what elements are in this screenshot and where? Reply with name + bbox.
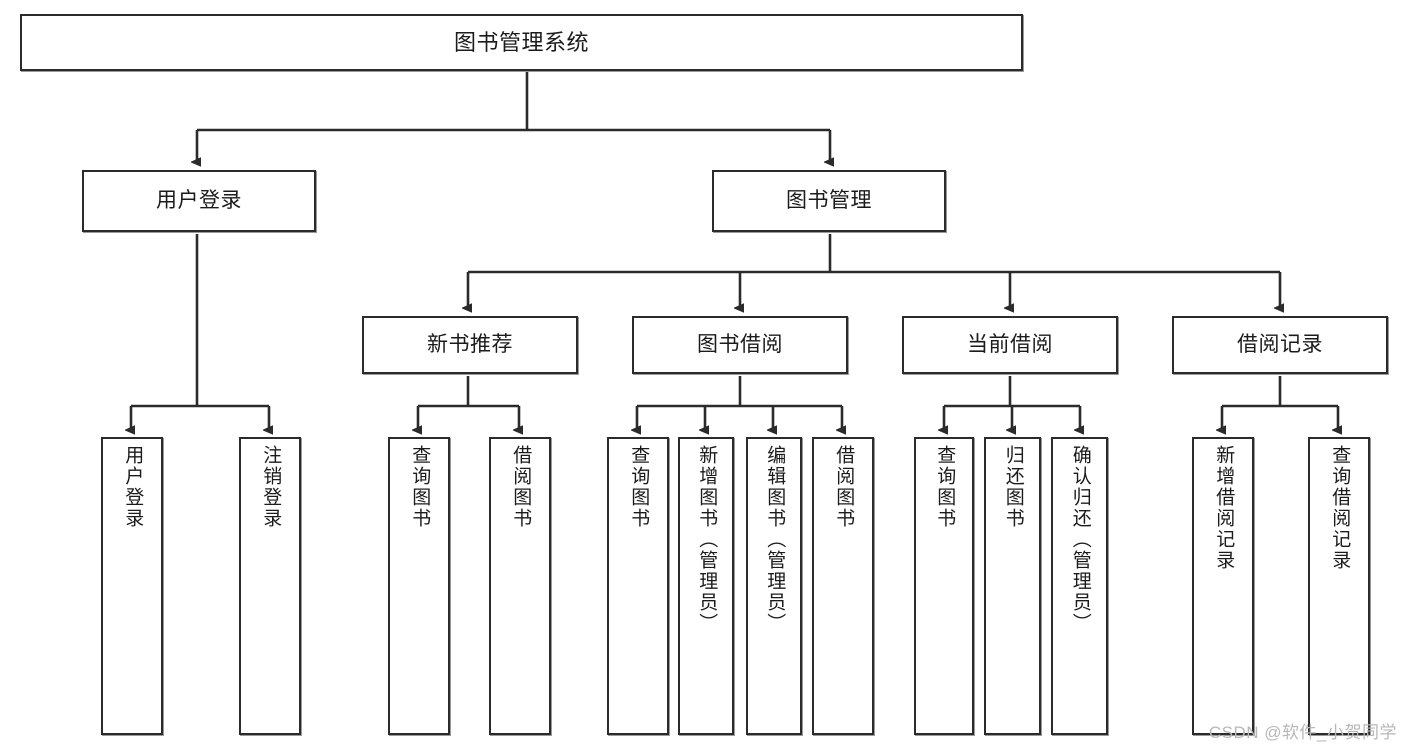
leaf-query-book-3[interactable]: 查询图书 bbox=[914, 437, 974, 735]
node-label: 借阅图书 bbox=[833, 445, 855, 529]
node-book-management[interactable]: 图书管理 bbox=[712, 170, 946, 232]
node-label: 新增图书（管理员） bbox=[696, 445, 718, 634]
node-label: 归还图书 bbox=[1002, 445, 1024, 529]
node-label: 查询借阅记录 bbox=[1329, 445, 1351, 571]
node-current-borrow[interactable]: 当前借阅 bbox=[902, 316, 1118, 374]
node-label: 编辑图书（管理员） bbox=[764, 445, 786, 634]
node-label: 查询图书 bbox=[934, 445, 956, 529]
node-label: 新增借阅记录 bbox=[1213, 445, 1235, 571]
node-label: 图书借阅 bbox=[697, 332, 783, 356]
leaf-query-book-1[interactable]: 查询图书 bbox=[388, 437, 450, 735]
node-book-borrow[interactable]: 图书借阅 bbox=[632, 316, 848, 374]
node-label: 借阅记录 bbox=[1237, 332, 1323, 356]
node-label: 查询图书 bbox=[628, 445, 650, 529]
node-label: 用户登录 bbox=[156, 188, 242, 212]
leaf-confirm-return[interactable]: 确认归还（管理员） bbox=[1051, 437, 1108, 735]
node-user-login[interactable]: 用户登录 bbox=[82, 170, 316, 232]
node-label: 新书推荐 bbox=[427, 332, 513, 356]
node-label: 当前借阅 bbox=[967, 332, 1053, 356]
node-label: 查询图书 bbox=[409, 445, 431, 529]
leaf-user-login[interactable]: 用户登录 bbox=[101, 437, 163, 735]
leaf-return-book[interactable]: 归还图书 bbox=[984, 437, 1041, 735]
node-borrow-record[interactable]: 借阅记录 bbox=[1172, 316, 1388, 374]
leaf-query-book-2[interactable]: 查询图书 bbox=[607, 437, 669, 735]
node-label: 用户登录 bbox=[122, 445, 144, 529]
node-new-book-recommend[interactable]: 新书推荐 bbox=[362, 316, 578, 374]
node-label: 图书管理系统 bbox=[453, 29, 589, 55]
leaf-logout-login[interactable]: 注销登录 bbox=[239, 437, 301, 735]
node-label: 注销登录 bbox=[260, 445, 282, 529]
node-label: 确认归还（管理员） bbox=[1069, 445, 1091, 634]
leaf-borrow-book-1[interactable]: 借阅图书 bbox=[489, 437, 551, 735]
node-label: 借阅图书 bbox=[510, 445, 532, 529]
csdn-watermark: CSDN @软件_小贺同学 bbox=[1208, 723, 1397, 742]
leaf-edit-book[interactable]: 编辑图书（管理员） bbox=[746, 437, 802, 735]
node-label: 图书管理 bbox=[786, 188, 872, 212]
leaf-add-borrow-record[interactable]: 新增借阅记录 bbox=[1192, 437, 1254, 735]
leaf-add-book[interactable]: 新增图书（管理员） bbox=[678, 437, 734, 735]
leaf-borrow-book-2[interactable]: 借阅图书 bbox=[812, 437, 874, 735]
node-root-book-management-system[interactable]: 图书管理系统 bbox=[20, 14, 1023, 71]
leaf-query-borrow-record[interactable]: 查询借阅记录 bbox=[1308, 437, 1370, 735]
